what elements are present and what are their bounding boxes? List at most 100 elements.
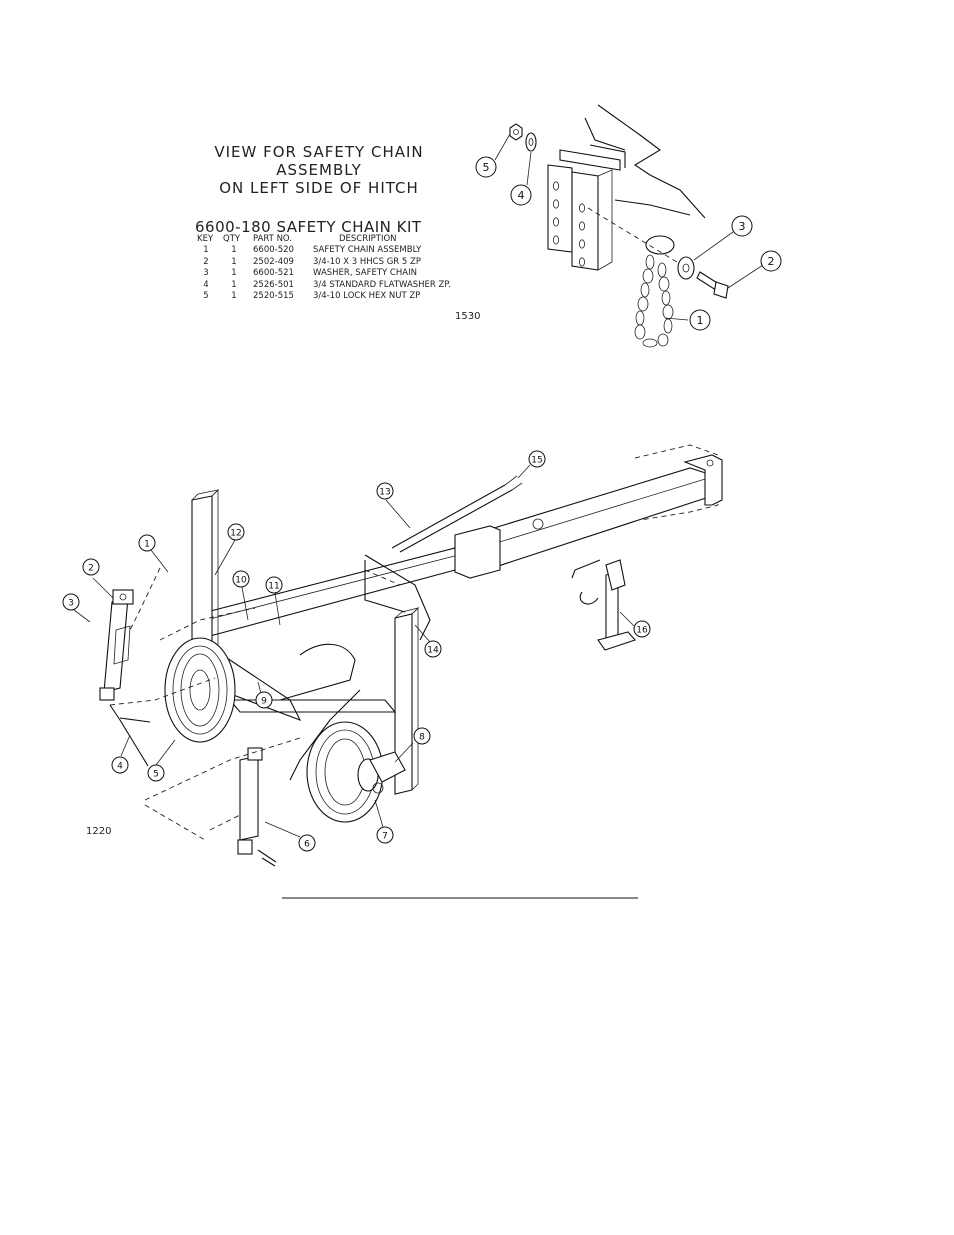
table-row: 2 1 2502-409 3/4-10 X 3 HHCS GR 5 ZP	[193, 256, 455, 268]
row-key: 5	[203, 291, 209, 302]
row-qty: 1	[231, 291, 237, 302]
svg-text:16: 16	[636, 626, 648, 636]
rod-13b	[399, 489, 513, 553]
assembly-callout-11: 11	[265, 576, 283, 594]
row-desc: 3/4-10 LOCK HEX NUT ZP	[313, 291, 421, 302]
hex-bolt-head	[713, 281, 729, 299]
tongue-break-line	[597, 104, 706, 219]
row-qty: 1	[231, 245, 237, 256]
beam-mount-plate	[454, 525, 501, 579]
assembly-callout-8: 8	[413, 727, 431, 745]
assembly-callout-7: 7	[376, 826, 394, 844]
row-part: 2502-409	[253, 256, 294, 267]
flat-washer	[525, 132, 537, 152]
rear-cylinder	[239, 755, 259, 841]
chain-ring	[645, 235, 675, 255]
hub-bracket	[369, 751, 406, 783]
figure-code-bottom: 1220	[86, 826, 112, 837]
assembly-callout-13: 13	[376, 482, 394, 500]
svg-text:11: 11	[268, 582, 279, 592]
row-part: 6600-520	[253, 245, 294, 256]
hydraulic-hose-b	[364, 554, 431, 641]
row-part: 2520-515	[253, 291, 294, 302]
row-desc: 3/4 STANDARD FLATWASHER ZP.	[313, 279, 451, 290]
chain-callout-1: 1	[689, 309, 711, 331]
svg-text:10: 10	[235, 576, 247, 586]
row-qty: 1	[231, 268, 237, 279]
header-desc: DESCRIPTION	[339, 233, 397, 244]
parts-table: KEY QTY PART NO. DESCRIPTION 1 1 6600-52…	[193, 233, 455, 302]
bolt-axis-line	[587, 207, 691, 271]
row-key: 3	[203, 268, 209, 279]
clevis-side-face	[597, 169, 613, 271]
svg-text:6: 6	[304, 840, 310, 850]
header-part: PART NO.	[253, 233, 292, 244]
svg-text:8: 8	[419, 733, 425, 743]
row-desc: WASHER, SAFETY CHAIN	[313, 268, 417, 279]
svg-text:2: 2	[88, 564, 94, 574]
table-row: 4 1 2526-501 3/4 STANDARD FLATWASHER ZP.	[193, 279, 455, 291]
row-key: 4	[203, 279, 209, 290]
assembly-callout-12: 12	[227, 523, 245, 541]
chain-callout-5: 5	[475, 156, 497, 178]
svg-text:3: 3	[739, 220, 746, 233]
assembly-callout-1: 1	[138, 534, 156, 552]
axle	[228, 699, 397, 713]
tongue-bottom-edge	[614, 199, 691, 216]
table-row: 3 1 6600-521 WASHER, SAFETY CHAIN	[193, 268, 455, 280]
svg-text:7: 7	[382, 832, 388, 842]
svg-text:4: 4	[518, 189, 525, 202]
svg-text:4: 4	[117, 762, 123, 772]
lock-nut	[509, 123, 523, 141]
hydraulic-hose-a	[279, 643, 356, 701]
header-key: KEY	[197, 233, 214, 244]
clevis-right-plate	[571, 171, 599, 271]
view-title: VIEW FOR SAFETY CHAIN ASSEMBLY ON LEFT S…	[184, 143, 454, 197]
safety-chain-washer	[677, 256, 695, 280]
table-row: 1 1 6600-520 SAFETY CHAIN ASSEMBLY	[193, 245, 455, 257]
svg-text:1: 1	[144, 540, 150, 550]
assembly-callout-15: 15	[528, 450, 546, 468]
rear-axle-arm	[289, 689, 361, 781]
row-desc: SAFETY CHAIN ASSEMBLY	[313, 245, 422, 256]
tongue-block	[589, 144, 626, 168]
row-qty: 1	[231, 256, 237, 267]
svg-text:13: 13	[379, 488, 390, 498]
tongue-top-edge	[584, 117, 626, 151]
view-title-line1: VIEW FOR SAFETY CHAIN ASSEMBLY	[214, 143, 424, 179]
assembly-callout-6: 6	[298, 834, 316, 852]
svg-text:9: 9	[261, 697, 267, 707]
row-key: 2	[203, 256, 209, 267]
svg-text:5: 5	[153, 770, 159, 780]
row-part: 6600-521	[253, 268, 294, 279]
jack-pin	[579, 591, 599, 605]
assembly-callout-9: 9	[255, 691, 273, 709]
row-desc: 3/4-10 X 3 HHCS GR 5 ZP	[313, 256, 421, 267]
chain-links	[634, 254, 674, 348]
assembly-callout-14: 14	[424, 640, 442, 658]
assembly-callout-2: 2	[82, 558, 100, 576]
figure-code-top: 1530	[455, 311, 481, 322]
left-wheel	[164, 637, 236, 743]
table-row: 5 1 2520-515 3/4-10 LOCK HEX NUT ZP	[193, 291, 455, 303]
rear-cylinder-clevis	[247, 747, 263, 761]
chain-callout-2: 2	[760, 250, 782, 272]
jack-foot	[597, 631, 636, 651]
hitch-clevis	[683, 454, 723, 506]
assembly-callout-4: 4	[111, 756, 129, 774]
row-qty: 1	[231, 279, 237, 290]
main-assembly	[73, 444, 723, 867]
left-cylinder-clevis	[112, 589, 134, 605]
svg-text:1: 1	[697, 314, 704, 327]
header-qty: QTY	[223, 233, 241, 244]
assembly-callout-16: 16	[633, 620, 651, 638]
safety-chain-detail	[494, 104, 764, 348]
svg-text:15: 15	[531, 456, 542, 466]
clevis-left-plate	[547, 164, 573, 253]
svg-text:5: 5	[483, 161, 490, 174]
row-part: 2526-501	[253, 279, 294, 290]
assembly-callout-5: 5	[147, 764, 165, 782]
view-title-line2: ON LEFT SIDE OF HITCH	[219, 179, 419, 197]
left-column	[191, 495, 213, 655]
